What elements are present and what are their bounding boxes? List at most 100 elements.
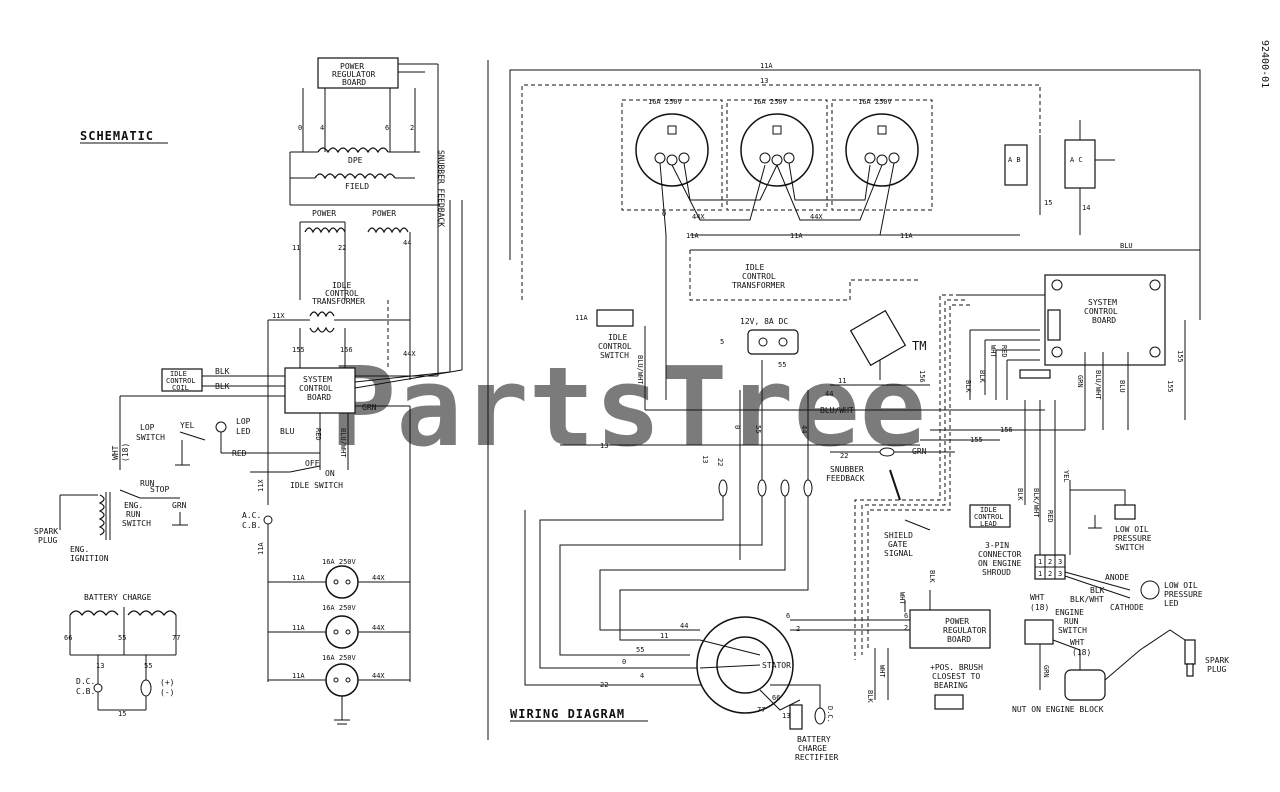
wd-blkwht-icl: BLK/WHT xyxy=(1032,488,1040,518)
sch-run: RUN xyxy=(140,479,155,488)
wd-dc-cb-icon xyxy=(814,707,826,725)
wd-55-s: 55 xyxy=(636,646,644,654)
wd-outlet-3-rating: 16A 250V xyxy=(858,98,893,106)
power-label-1: POWER xyxy=(312,209,336,218)
dc-cb-icon xyxy=(93,683,103,693)
wd-3pin-1: 3-PIN xyxy=(985,541,1009,550)
sch-155: 155 xyxy=(292,346,305,354)
sch-red: RED xyxy=(232,449,247,458)
wd-blk-1: BLK xyxy=(964,380,972,393)
wd-44-s: 44 xyxy=(680,622,688,630)
sch-11: 11 xyxy=(292,244,300,252)
wd-stator: STATOR xyxy=(696,616,794,714)
wd-sgs-1: SHIELD xyxy=(884,531,913,540)
wd-ers-2: RUN xyxy=(1064,617,1079,626)
wd-4-s: 4 xyxy=(640,672,644,680)
lop-switch-1: LOP xyxy=(140,423,155,432)
wd-stator-label: STATOR xyxy=(762,661,791,670)
idle-transformer-3: TRANSFORMER xyxy=(312,297,365,306)
sch-11a: 11A xyxy=(257,542,265,555)
wd-wht-ers: WHT xyxy=(1030,593,1045,602)
field-label: FIELD xyxy=(345,182,369,191)
wd-155-bus: 155 xyxy=(970,436,983,444)
wd-55-v: 55 xyxy=(754,425,762,433)
wd-22-s: 22 xyxy=(600,681,608,689)
sch-yel: YEL xyxy=(180,421,195,430)
wd-44x-2: 44X xyxy=(810,213,823,221)
wd-wht-ign: WHT xyxy=(1070,638,1085,647)
wd-55-dc: 55 xyxy=(778,361,786,369)
wd-snub-2: FEEDBACK xyxy=(826,474,865,483)
wd-13-r: 13 xyxy=(782,712,790,720)
power-regulator-board-sch xyxy=(317,57,399,89)
wd-engine-run-switch xyxy=(1024,619,1054,645)
sch-44: 44 xyxy=(403,239,411,247)
wd-11a-3: 11A xyxy=(900,232,913,240)
wd-ignition-module xyxy=(1064,669,1106,701)
wd-outlet-3: 16A 250V xyxy=(845,98,919,187)
eng-run-3: SWITCH xyxy=(122,519,151,528)
sch-stop: STOP xyxy=(150,485,169,494)
wd-bcr-2: CHARGE xyxy=(798,744,827,753)
wd-dc-outlet-label: 12V, 8A DC xyxy=(740,317,788,326)
idle-switch-label: IDLE SWITCH xyxy=(290,481,343,490)
wd-ict-3: TRANSFORMER xyxy=(732,281,785,290)
sch-o1-11a: 11A xyxy=(292,574,305,582)
wd-blk-prb: BLK xyxy=(928,570,936,583)
wd-dc-outlet xyxy=(747,329,799,355)
scb-sch-3: BOARD xyxy=(307,393,331,402)
dpe-label: DPE xyxy=(348,156,363,165)
sch-wht18: (18) xyxy=(121,443,130,462)
wd-ac: A C xyxy=(1070,156,1083,164)
wd-nut-engine-block: NUT ON ENGINE BLOCK xyxy=(1012,705,1104,714)
field-winding xyxy=(314,173,396,180)
wd-brush-3: BEARING xyxy=(934,681,968,690)
wd-blk-2: BLK xyxy=(978,370,986,383)
wd-lopl-2: PRESSURE xyxy=(1164,590,1203,599)
sch-44x: 44X xyxy=(403,350,416,358)
system-control-board-sch xyxy=(284,367,356,414)
wd-0-s: 0 xyxy=(622,658,626,666)
wd-156-v: 156 xyxy=(918,370,926,383)
wd-outlet-1: 16A 250V xyxy=(635,98,709,187)
dc-receptacle-icon xyxy=(140,679,152,697)
wd-ict-2: CONTROL xyxy=(742,272,776,281)
wd-prb-1: POWER xyxy=(945,617,969,626)
sch-o2-11a: 11A xyxy=(292,624,305,632)
sch-outlet-2: 16A 250V 11A 44X xyxy=(268,604,410,649)
wd-6-prb: 6 xyxy=(904,612,908,620)
wd-bluwht-bus: BLU/WHT xyxy=(820,406,854,415)
sch-blk-2: BLK xyxy=(215,382,230,391)
wd-pin-2b: 2 xyxy=(1048,570,1052,578)
prb-label-2: REGULATOR xyxy=(332,70,376,79)
prb-label-3: BOARD xyxy=(342,78,366,87)
wiring-section: 11A 13 16A 250V 16A 250V 16A 250V xyxy=(509,62,1229,762)
wd-2-s: 2 xyxy=(796,625,800,633)
wd-0-v: 0 xyxy=(733,425,741,429)
wd-156-bus: 156 xyxy=(1000,426,1013,434)
wd-ics-2: CONTROL xyxy=(598,342,632,351)
wd-3pin-3: ON ENGINE xyxy=(978,559,1022,568)
wd-blk-icl: BLK xyxy=(1016,488,1024,501)
wd-prb-3: BOARD xyxy=(947,635,971,644)
wd-0-1: 0 xyxy=(662,210,666,218)
ac-cb-1: A.C. xyxy=(242,511,261,520)
wd-idle-control-switch xyxy=(596,309,634,327)
wd-14: 14 xyxy=(1082,204,1090,212)
wd-lops-1: LOW OIL xyxy=(1115,525,1149,534)
wd-11a-top: 11A xyxy=(760,62,773,70)
sch-wire-2: 2 xyxy=(410,124,414,132)
power-label-2: POWER xyxy=(372,209,396,218)
wd-idle-control-lead xyxy=(969,504,1011,528)
sch-outlet-2-rating: 16A 250V xyxy=(322,604,357,612)
wd-15: 15 xyxy=(1044,199,1052,207)
wd-brush-2: CLOSEST TO xyxy=(932,672,980,681)
wd-155-1: 155 xyxy=(1176,350,1184,363)
wd-brush-1: +POS. BRUSH xyxy=(930,663,983,672)
wd-sgs-2: GATE xyxy=(888,540,907,549)
wd-pin-2: 2 xyxy=(1048,558,1052,566)
wd-13-bus: 13 xyxy=(600,442,608,450)
wd-22-bus: 22 xyxy=(840,452,848,460)
wd-wht-1: WHT xyxy=(989,345,997,358)
sch-wire-4: 4 xyxy=(320,124,324,132)
